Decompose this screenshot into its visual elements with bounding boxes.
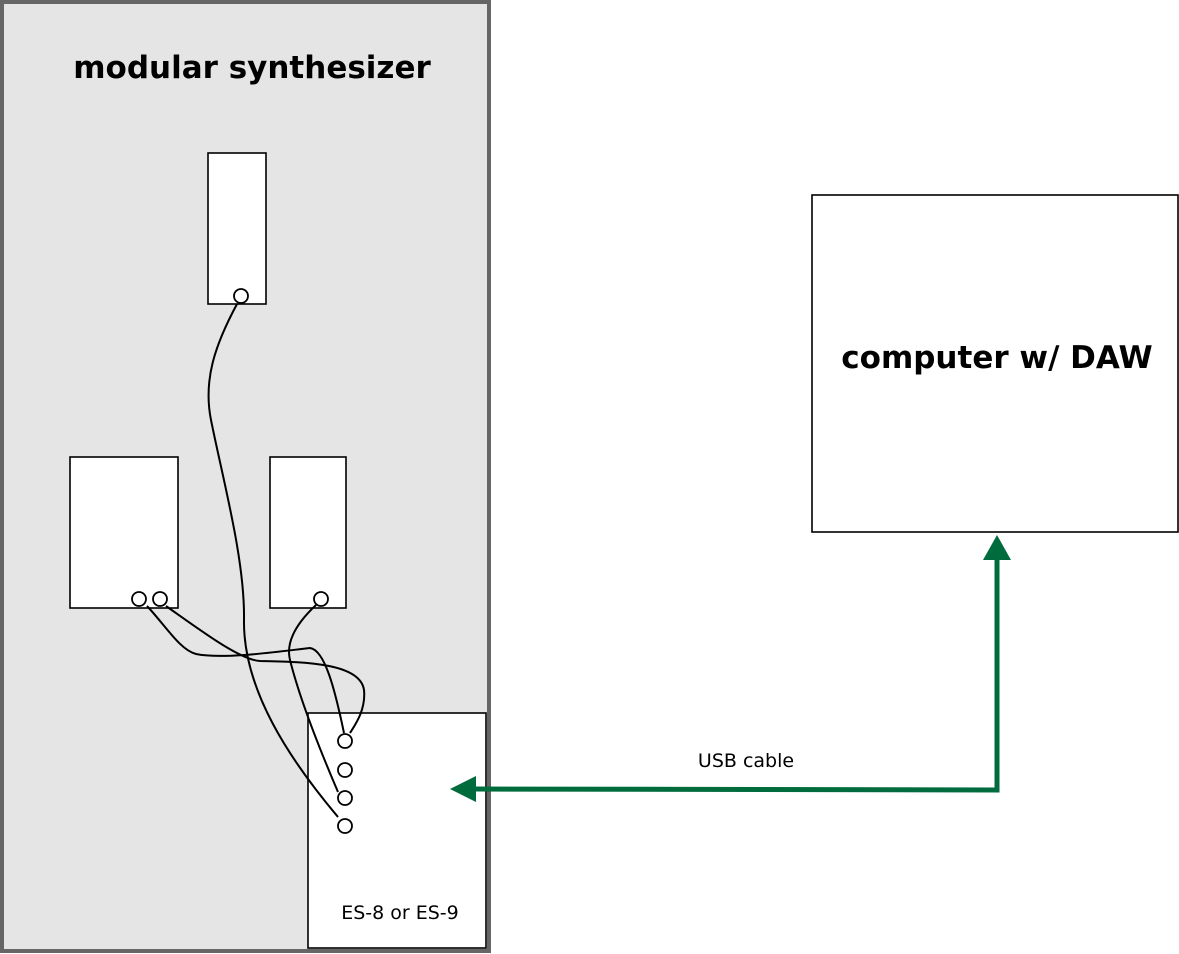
module-left xyxy=(69,456,179,609)
jack xyxy=(233,288,249,304)
patch-cables xyxy=(146,303,366,818)
jack xyxy=(337,762,353,778)
jacks xyxy=(131,288,353,834)
jack xyxy=(337,733,353,749)
computer-title: computer w/ DAW xyxy=(841,340,1152,376)
jack xyxy=(152,591,168,607)
jack xyxy=(337,790,353,806)
patch-cable xyxy=(165,605,366,734)
usb-cable xyxy=(450,535,1011,802)
jack xyxy=(131,591,147,607)
audio-interface-label: ES-8 or ES-9 xyxy=(341,902,459,924)
module-top xyxy=(207,152,267,305)
arrowhead-left xyxy=(450,776,476,802)
jack xyxy=(337,818,353,834)
usb-cable-line xyxy=(473,560,1000,793)
patch-cable xyxy=(288,604,339,793)
audio-interface-module xyxy=(307,712,487,949)
computer-box xyxy=(811,194,1179,533)
usb-cable-label: USB cable xyxy=(698,750,794,772)
patch-cable xyxy=(207,303,339,818)
arrowhead-up xyxy=(983,535,1011,560)
module-right xyxy=(269,456,347,609)
synth-title: modular synthesizer xyxy=(73,50,431,86)
patch-cable xyxy=(146,605,345,734)
jack xyxy=(313,591,329,607)
